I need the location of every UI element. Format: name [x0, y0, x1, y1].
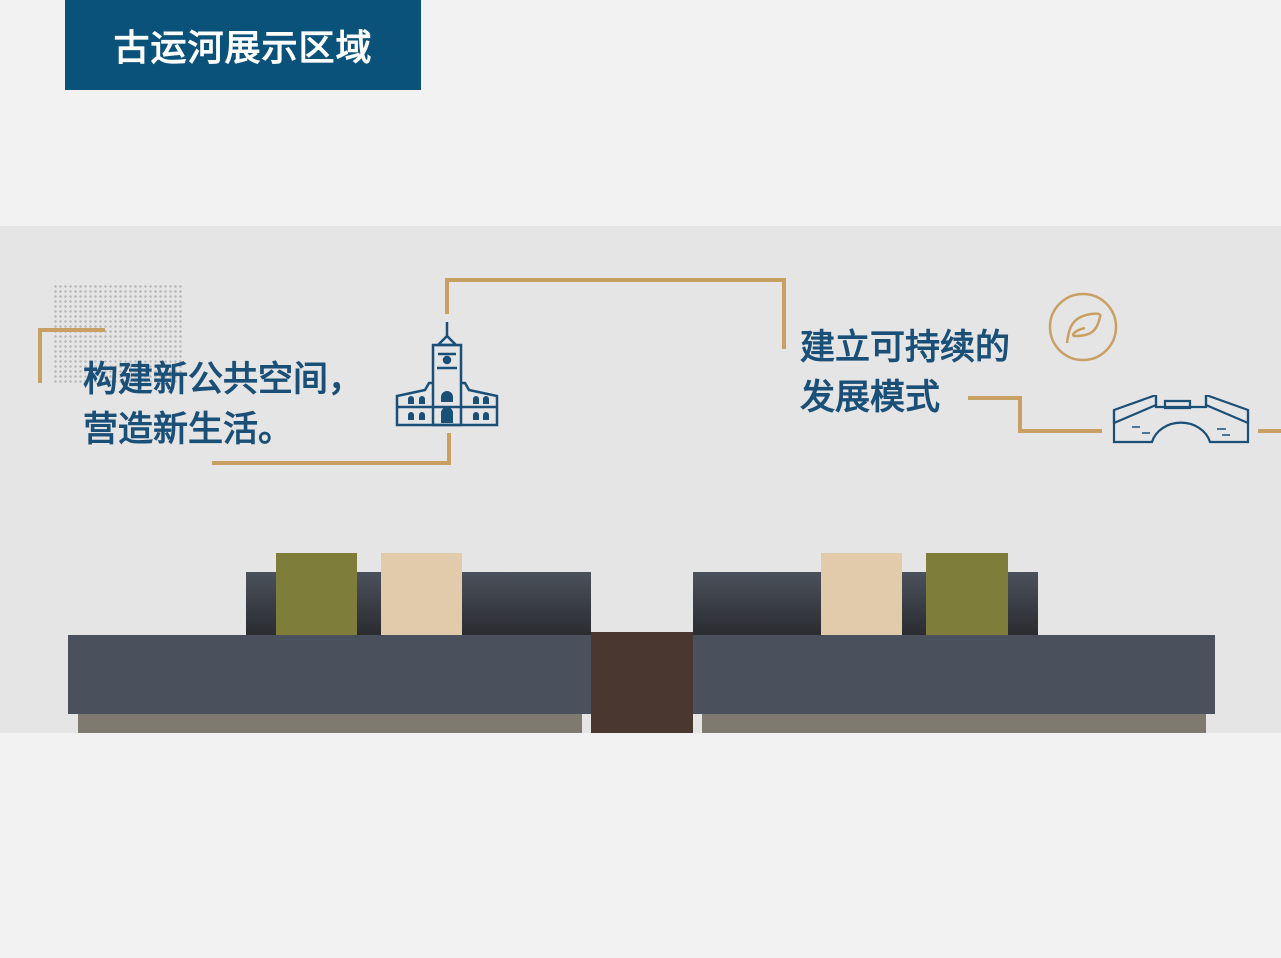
- beige-cushion: [821, 553, 902, 635]
- left-slogan-line2: 营造新生活。: [83, 410, 294, 450]
- beige-cushion: [381, 553, 462, 635]
- right-slogan-line2: 发展模式: [800, 378, 941, 418]
- right-slogan: 建立可持续的 发展模式: [800, 323, 1010, 423]
- left-slogan-line1: 构建新公共空间，: [83, 360, 364, 400]
- olive-cushion: [926, 553, 1008, 635]
- clock-tower-building-icon: [395, 322, 499, 427]
- left-slogan: 构建新公共空间， 营造新生活。: [83, 355, 363, 455]
- leaf-circle-icon: [1048, 292, 1118, 362]
- right-slogan-line1: 建立可持续的: [800, 328, 1011, 368]
- section-title: 古运河展示区域: [65, 0, 421, 90]
- olive-cushion: [276, 553, 357, 635]
- arch-bridge-icon: [1112, 395, 1250, 444]
- side-table: [591, 632, 693, 733]
- dot-grid-decoration: [53, 284, 183, 384]
